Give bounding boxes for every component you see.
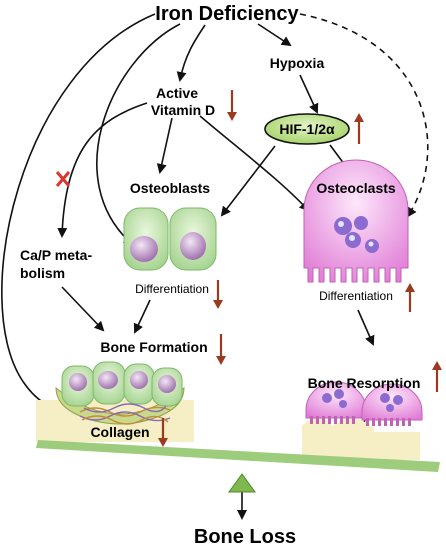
osteoclast-cell (303, 159, 409, 283)
indicator-arrows (158, 90, 442, 447)
resorption-osteoclast-right (361, 383, 423, 421)
bone-loss-label: Bone Loss (194, 526, 296, 548)
arrow-osteoclasts-to-bone-resorption (357, 309, 375, 346)
ca-p-label-line2: bolism (20, 265, 65, 281)
osteoblasts-label: Osteoblasts (130, 180, 210, 196)
arrow-iron-to-osteoclasts-dashed (299, 13, 429, 218)
osteoblast-nucleus-right (180, 232, 206, 260)
osteoblast-cells (123, 207, 217, 271)
arrow-vitamin-d-to-osteoclasts (199, 115, 310, 212)
arrow-ca-p-to-bone-formation (61, 286, 105, 332)
formation-cup (55, 386, 185, 425)
differentiation-left-label: Differentiation (135, 282, 209, 296)
osteoblast-nucleus-left (130, 236, 158, 262)
arrow-vitamin-d-to-osteoblasts (156, 117, 173, 174)
arrow-vitamin-d-to-ca-p (57, 102, 148, 238)
vitamin-d-label-line2: Vitamin D (151, 102, 215, 118)
bone-resorption-illustration (302, 381, 423, 460)
arrow-iron-to-hypoxia (257, 23, 292, 47)
osteoclasts-label: Osteoclasts (316, 180, 396, 196)
seesaw-fulcrum (228, 473, 256, 493)
arrow-hypoxia-to-hif (299, 74, 319, 114)
arrow-iron-to-vitamin-d (176, 24, 206, 82)
arrow-osteoblasts-to-bone-formation (133, 299, 151, 334)
vitamin-d-label-line1: Active (156, 85, 198, 101)
hypoxia-label: Hypoxia (270, 55, 325, 71)
seesaw-beam (36, 440, 440, 472)
hif-node: HIF-1/2α (264, 113, 350, 145)
collagen-label: Collagen (90, 424, 149, 440)
arrow-hif-to-osteoblasts (220, 145, 276, 217)
ca-p-label-line1: Ca/P meta- (20, 247, 92, 263)
arrow-iron-to-osteoblasts (96, 23, 181, 246)
bone-formation-label: Bone Formation (100, 339, 207, 355)
hif-ellipse (264, 113, 350, 145)
bone-resorption-label: Bone Resorption (308, 375, 421, 391)
bone-formation-illustration (36, 361, 194, 442)
title-iron-deficiency: Iron Deficiency (155, 3, 299, 25)
resorption-bone-base (302, 417, 420, 460)
osteoclast-nucleus (354, 216, 368, 230)
collagen-fibers (79, 403, 171, 425)
differentiation-right-label: Differentiation (319, 289, 393, 303)
blocked-x-icon (55, 171, 71, 187)
hif-label: HIF-1/2α (279, 121, 335, 137)
seesaw (36, 440, 440, 493)
arrow-iron-to-collagen (1, 13, 156, 417)
